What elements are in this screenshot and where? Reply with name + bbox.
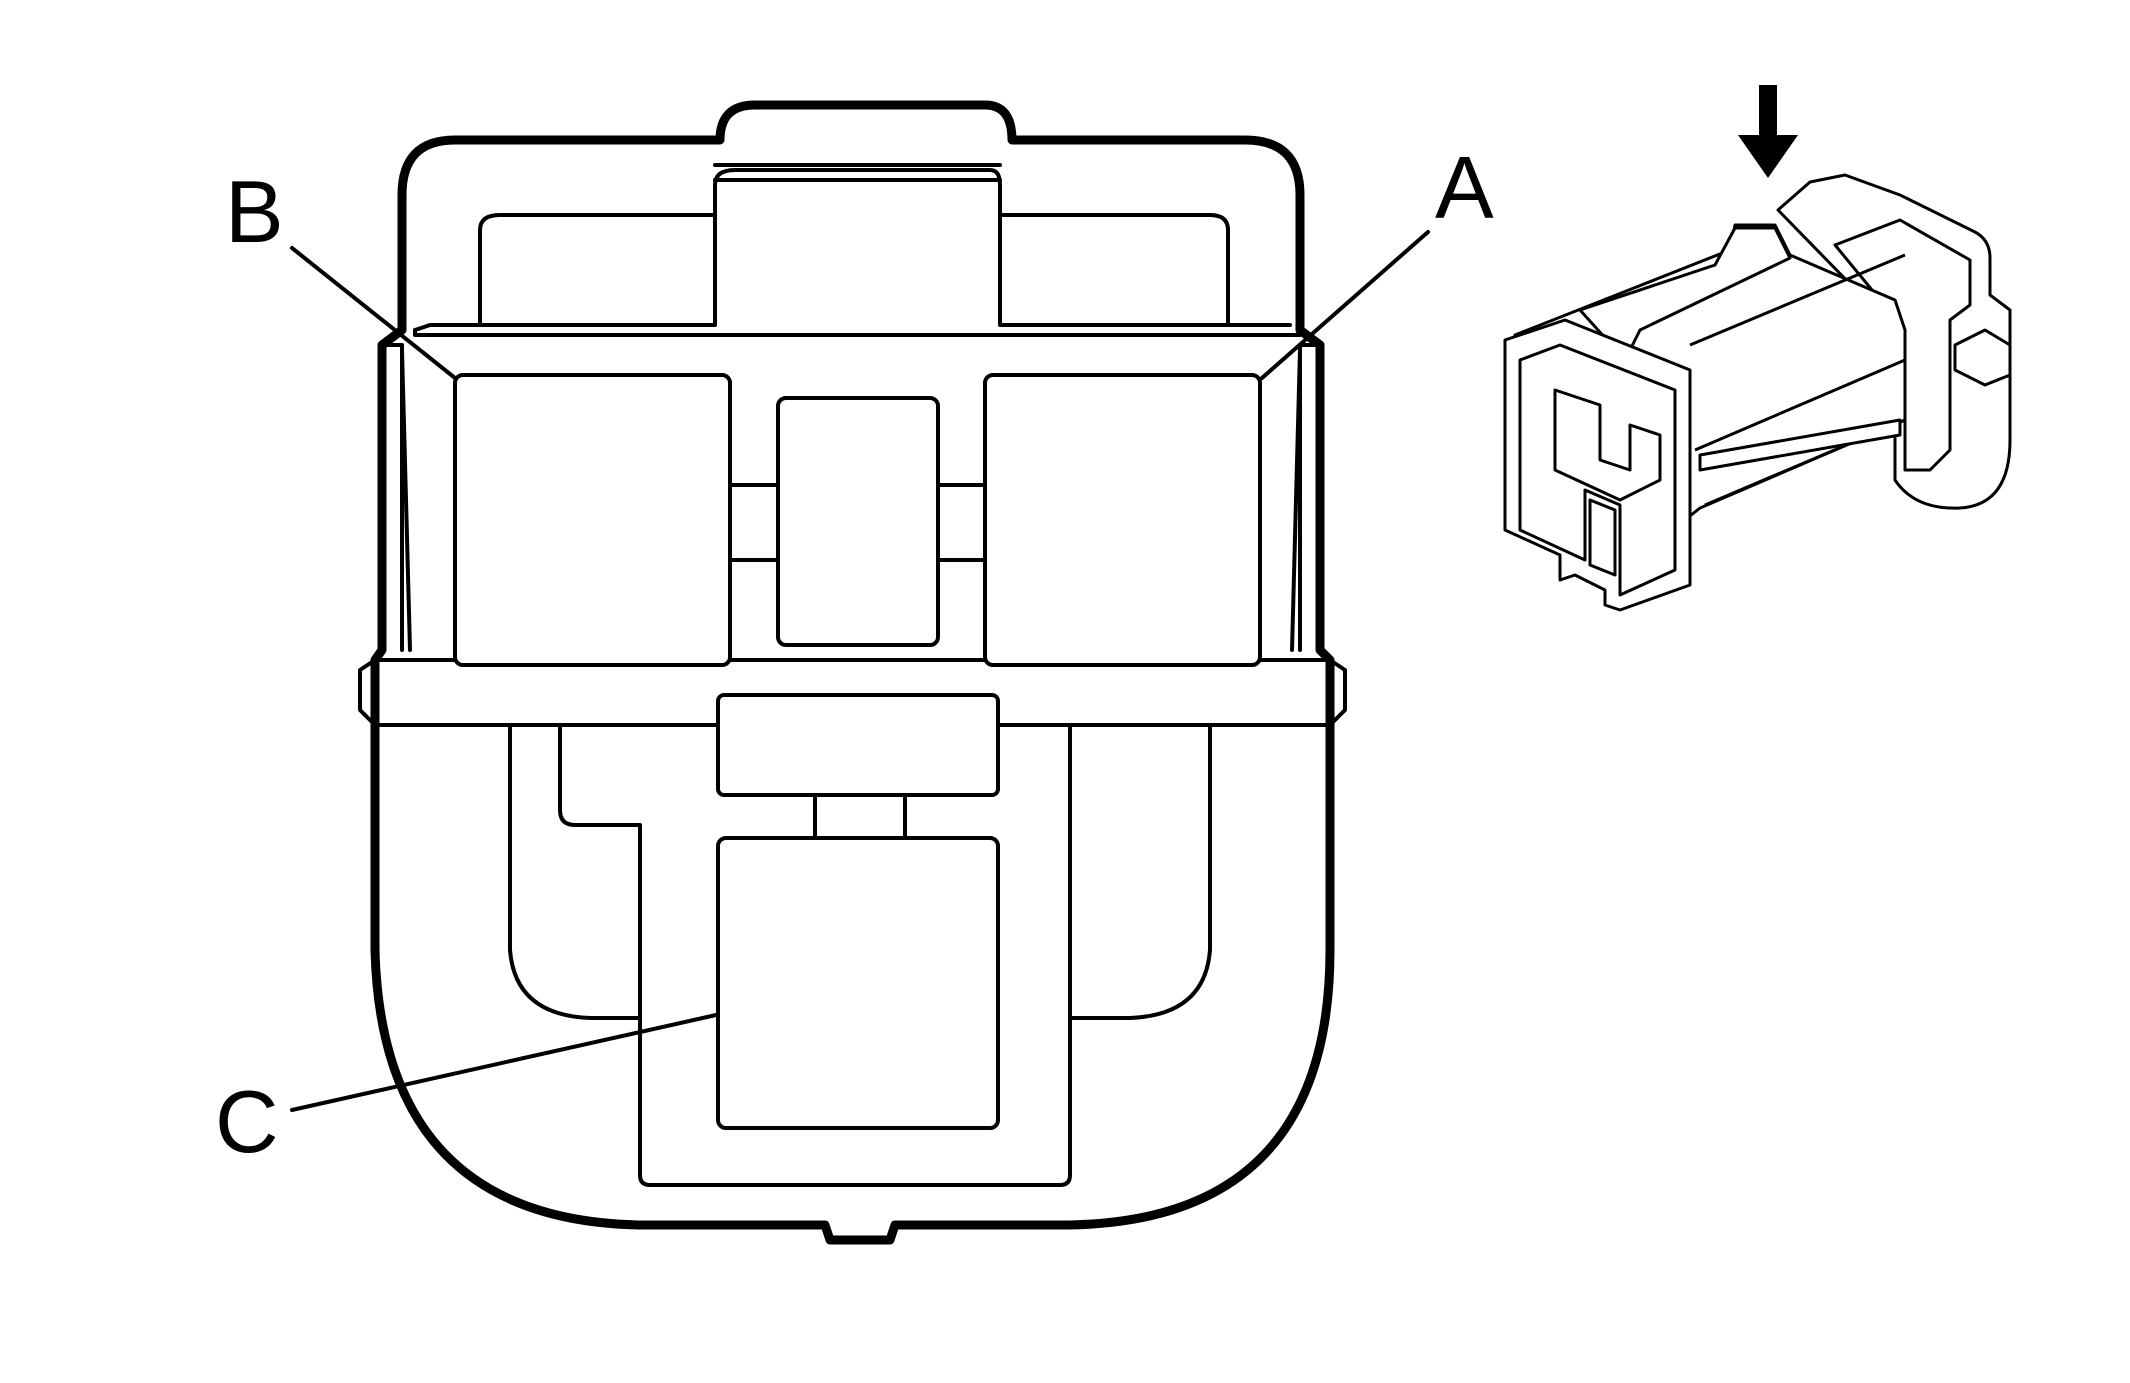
down-arrow-icon (1738, 85, 1798, 178)
lock-slot-bridge (813, 793, 907, 840)
connector-isometric-view (1503, 85, 2012, 612)
iso-side-rib (1698, 418, 1902, 472)
connector-face-view: B A C (215, 100, 1494, 1245)
iso-front-pin-slot (1553, 388, 1662, 502)
leader-line-a (1260, 230, 1430, 380)
connector-latch-ridge (713, 163, 1002, 182)
connector-lower-step (558, 723, 642, 1020)
connector-side-rail-left (380, 343, 412, 652)
connector-lower-frame (508, 723, 1212, 1187)
cavity-bridge-left (728, 483, 780, 562)
leader-line-b (290, 246, 457, 380)
terminal-cavity-center (776, 396, 940, 647)
cavity-bridge-right (936, 483, 987, 562)
terminal-cavity-b (453, 373, 732, 667)
connector-top-frame (413, 168, 1302, 337)
leader-line-c (290, 1013, 718, 1112)
lock-slot (716, 693, 1000, 797)
iso-rear-tab (1953, 328, 2012, 387)
terminal-cavity-c (716, 836, 1000, 1130)
iso-front-bottom-slot (1588, 498, 1617, 577)
terminal-label-a: A (1435, 138, 1494, 237)
terminal-label-c: C (215, 1072, 279, 1171)
connector-top-latch (478, 213, 1230, 327)
terminal-label-b: B (225, 162, 284, 261)
connector-outer-shell (370, 100, 1335, 1245)
connector-middle-band (358, 658, 1347, 727)
terminal-cavity-a (983, 373, 1262, 667)
